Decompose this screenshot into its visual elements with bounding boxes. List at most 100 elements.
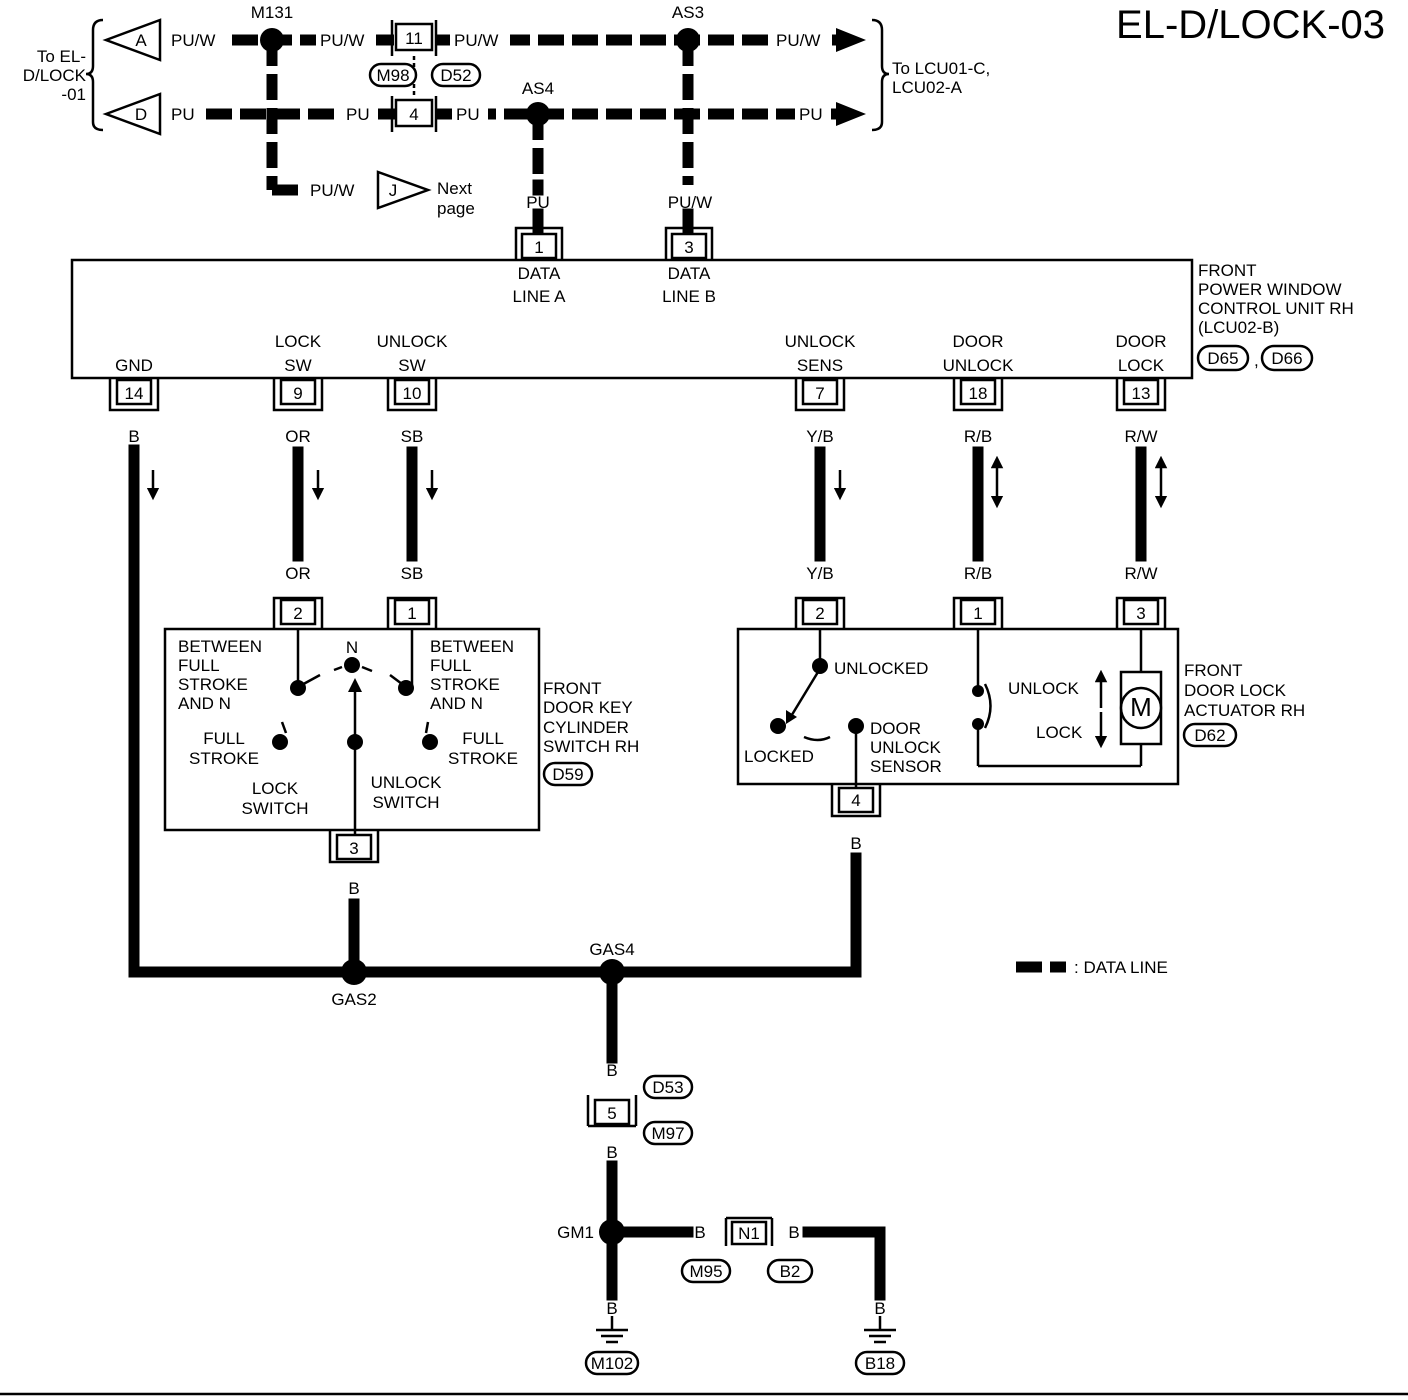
pin-function-label: DOOR xyxy=(953,332,1004,351)
pin-function-label: UNLOCK xyxy=(943,356,1015,375)
connector-id: B2 xyxy=(780,1262,801,1281)
to-left-label-1: To EL- xyxy=(37,47,86,66)
connector-id-badge xyxy=(854,1350,906,1376)
connector-id-badge xyxy=(642,1120,694,1146)
pin-box xyxy=(393,378,431,406)
control-unit-name: FRONT xyxy=(1198,261,1257,280)
pin-box xyxy=(335,833,373,861)
connector-id: D62 xyxy=(1194,726,1225,745)
pin-number: N1 xyxy=(738,1224,760,1243)
connector-id: M95 xyxy=(689,1262,722,1281)
pin-function-label: SW xyxy=(398,356,425,375)
wire-color-label: Y/B xyxy=(806,564,833,583)
between-label: FULL xyxy=(430,656,472,675)
splice-label: GAS4 xyxy=(589,940,634,959)
full-stroke-label: STROKE xyxy=(189,749,259,768)
key-switch-name: SWITCH RH xyxy=(543,737,639,756)
between-label: AND N xyxy=(430,694,483,713)
ground-network: GAS2 GAS4 B 5 D53 M97 B GM1 B N1 B M95 B… xyxy=(128,940,906,1376)
pin-number: 7 xyxy=(815,384,824,403)
data-line-a-label: DATA xyxy=(518,264,561,283)
connector-id: D52 xyxy=(440,66,471,85)
connector-id-badge xyxy=(680,1258,732,1284)
right-arrow-icon xyxy=(836,28,866,52)
connector-id-badge xyxy=(368,62,418,88)
door-key-cylinder-switch: 2 1 N BETWEEN FULL STROKE AND N BETWEEN … xyxy=(163,596,639,978)
actuator-body xyxy=(736,627,1180,786)
signal-wires: B OR OR SB SB Y/B Y/B R/B R/B R/W R/W xyxy=(128,427,1168,978)
wire-color-label: SB xyxy=(401,427,424,446)
wire-color-label: B xyxy=(348,879,359,898)
ground-id: B18 xyxy=(865,1354,895,1373)
wire-color-label: SB xyxy=(401,564,424,583)
pin-box xyxy=(393,598,431,626)
pin-number: 18 xyxy=(969,384,988,403)
between-label: STROKE xyxy=(430,675,500,694)
connector-j-label: J xyxy=(389,181,398,200)
splice-as3 xyxy=(676,28,700,52)
connector-d-label: D xyxy=(135,105,147,124)
pin-function-label: GND xyxy=(115,356,153,375)
control-unit-name: CONTROL UNIT RH xyxy=(1198,299,1354,318)
wire-color-label: R/B xyxy=(964,564,992,583)
wire-color-label: Y/B xyxy=(806,427,833,446)
pin-box xyxy=(593,1098,631,1126)
wire-color-label: OR xyxy=(285,427,311,446)
between-label: BETWEEN xyxy=(178,637,262,656)
pin-number: 1 xyxy=(407,604,416,623)
actuator-name: FRONT xyxy=(1184,661,1243,680)
diagram-title: EL-D/LOCK-03 xyxy=(1116,3,1385,47)
pin-function-label: UNLOCK xyxy=(785,332,857,351)
pin-function-label: SENS xyxy=(797,356,843,375)
connector-id: M97 xyxy=(651,1124,684,1143)
switch-contact xyxy=(398,680,414,696)
lock-switch-label: SWITCH xyxy=(241,799,308,818)
door-unlock-sensor-label: SENSOR xyxy=(870,757,942,776)
ground-icon xyxy=(864,1316,896,1344)
connector-id: D59 xyxy=(552,765,583,784)
splice-m131 xyxy=(260,28,284,52)
pin-number: 14 xyxy=(125,384,144,403)
pin-box xyxy=(394,98,434,128)
full-stroke-label: FULL xyxy=(462,729,504,748)
pin-function-label: LOCK xyxy=(1118,356,1165,375)
connector-id-badge xyxy=(642,1074,694,1100)
wire-color-label: PU/W xyxy=(320,31,364,50)
to-left-label-2: D/LOCK xyxy=(23,66,87,85)
pin-number: 4 xyxy=(409,105,418,124)
connector-id-badge xyxy=(1182,722,1238,748)
connector-id-badge xyxy=(542,761,594,787)
to-left-label-3: -01 xyxy=(61,85,86,104)
to-right-label-1: To LCU01-C, xyxy=(892,59,990,78)
next-page-label-2: page xyxy=(437,199,475,218)
neutral-label: N xyxy=(346,638,358,657)
key-switch-name: FRONT xyxy=(543,679,602,698)
splice-as4 xyxy=(526,102,550,126)
wire-color-label: PU xyxy=(346,105,370,124)
connector-id-badge xyxy=(1260,344,1314,372)
left-brace xyxy=(85,18,104,132)
wire-color-label: B xyxy=(128,427,139,446)
wire-color-label: R/B xyxy=(964,427,992,446)
door-unlock-sensor-label: DOOR xyxy=(870,719,921,738)
bottom-pins: 14 9 10 7 18 13 xyxy=(108,378,1167,412)
pin-box xyxy=(801,598,839,626)
full-stroke-label: STROKE xyxy=(448,749,518,768)
wire-color-label: B xyxy=(788,1223,799,1242)
splice-gas2 xyxy=(341,959,367,985)
up-arrow-icon xyxy=(348,678,362,692)
connector-d-arrow xyxy=(102,92,162,136)
wire-color-label: PU xyxy=(526,193,550,212)
switch-contact xyxy=(344,657,360,673)
wire-color-label: B xyxy=(606,1299,617,1318)
switch-contact xyxy=(812,658,828,674)
actuator-name: DOOR LOCK xyxy=(1184,681,1287,700)
pin-number: 2 xyxy=(293,604,302,623)
connector-id-badge xyxy=(1196,344,1250,372)
pin-box xyxy=(730,1220,768,1246)
ground-icon xyxy=(596,1316,628,1344)
pin-number: 9 xyxy=(293,384,302,403)
switch-contact xyxy=(770,718,786,734)
door-lock-actuator: 2 1 3 UNLOCKED LOCKED DOOR UNLOCK SENSOR… xyxy=(736,596,1305,978)
